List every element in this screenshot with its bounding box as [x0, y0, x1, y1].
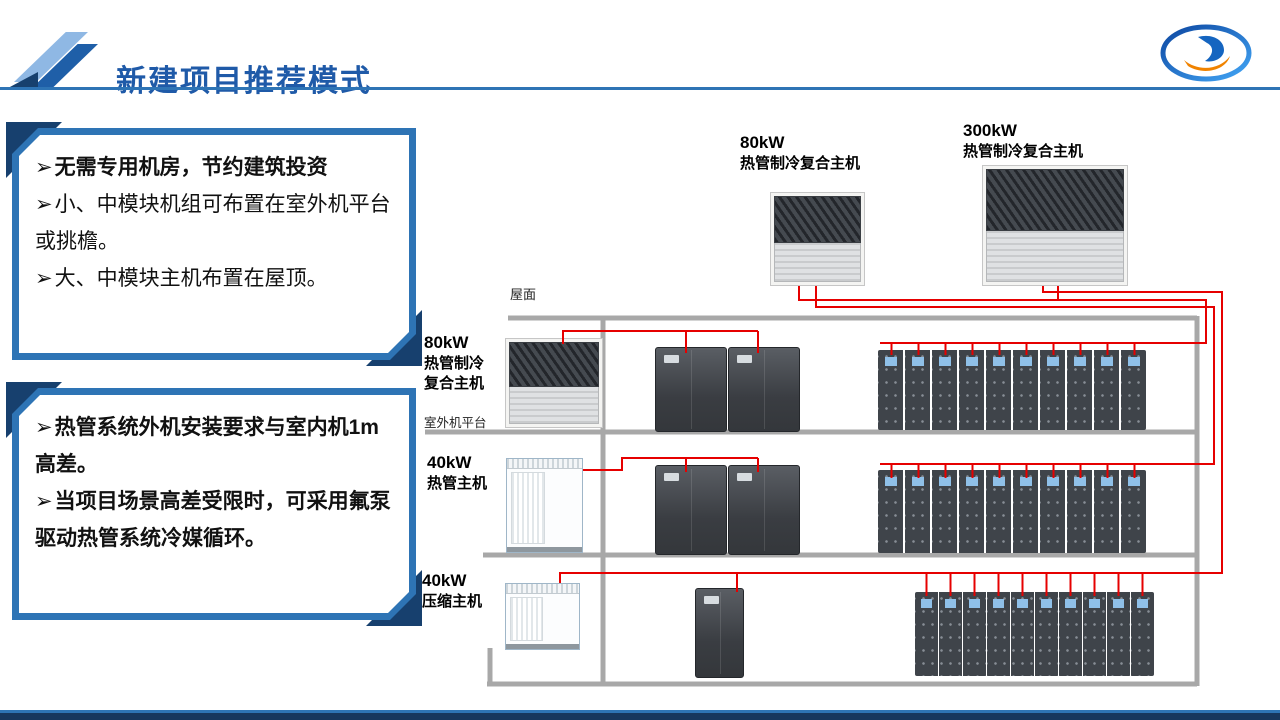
bullet-text: 当项目场景高差受限时，可采用氟泵驱动热管系统冷媒循环。 [35, 490, 391, 550]
arrow-bullet-icon: ➢ [35, 490, 53, 513]
condenser-coil [509, 342, 599, 388]
arrow-bullet-icon: ➢ [35, 267, 53, 290]
rooftop-unit-80kw [770, 192, 865, 286]
bullet-text: 小、中模块机组可布置在室外机平台或挑檐。 [35, 193, 391, 253]
label-roof: 屋面 [510, 287, 537, 302]
unit-base [506, 644, 579, 649]
note-box-frame: ➢热管系统外机安装要求与室内机1m高差。 ➢当项目场景高差受限时，可采用氟泵驱动… [12, 388, 416, 620]
unit-body [509, 387, 599, 424]
platform-unit-80kw [505, 338, 603, 428]
heat-pipe-unit-40kw [506, 458, 583, 553]
label-floor1-unit: 80kW 热管制冷 复合主机 [424, 332, 504, 393]
unit-name: 热管制冷 [424, 355, 485, 373]
rack-row-floor2 [878, 470, 1146, 553]
rack-row-floor3 [915, 592, 1154, 676]
condenser-coil [986, 169, 1124, 232]
arrow-bullet-icon: ➢ [35, 156, 53, 179]
arrow-bullet-icon: ➢ [35, 416, 53, 439]
unit-power: 40kW [427, 453, 472, 472]
front-louver [511, 472, 545, 544]
unit-power: 80kW [424, 333, 469, 352]
indoor-cabinet [655, 465, 727, 555]
bullet-point: ➢当项目场景高差受限时，可采用氟泵驱动热管系统冷媒循环。 [35, 483, 393, 557]
note-box-content: ➢热管系统外机安装要求与室内机1m高差。 ➢当项目场景高差受限时，可采用氟泵驱动… [19, 395, 409, 613]
note-box-frame: ➢无需专用机房，节约建筑投资 ➢小、中模块机组可布置在室外机平台或挑檐。 ➢大、… [12, 128, 416, 360]
bullet-text: 大、中模块主机布置在屋顶。 [54, 267, 328, 290]
note-box-siting: ➢无需专用机房，节约建筑投资 ➢小、中模块机组可布置在室外机平台或挑檐。 ➢大、… [6, 122, 422, 366]
indoor-cabinet [655, 347, 727, 432]
front-louver [510, 597, 543, 641]
unit-name: 压缩主机 [422, 593, 483, 611]
unit-name: 热管制冷复合主机 [963, 143, 1084, 161]
indoor-cabinet [728, 465, 800, 555]
bullet-point: ➢无需专用机房，节约建筑投资 [35, 149, 393, 186]
arrow-bullet-icon: ➢ [35, 193, 53, 216]
label-floor2-unit: 40kW 热管主机 [427, 452, 507, 494]
label-floor3-unit: 40kW 压缩主机 [422, 570, 502, 612]
unit-base [507, 547, 582, 552]
bullet-text: 无需专用机房，节约建筑投资 [54, 156, 328, 179]
bullet-point: ➢小、中模块机组可布置在室外机平台或挑檐。 [35, 186, 393, 260]
note-box-content: ➢无需专用机房，节约建筑投资 ➢小、中模块机组可布置在室外机平台或挑檐。 ➢大、… [19, 135, 409, 353]
note-box-height-requirement: ➢热管系统外机安装要求与室内机1m高差。 ➢当项目场景高差受限时，可采用氟泵驱动… [6, 382, 422, 626]
unit-power: 40kW [422, 571, 467, 590]
bullet-text: 热管系统外机安装要求与室内机1m高差。 [35, 416, 379, 476]
page-title: 新建项目推荐模式 [116, 65, 372, 99]
compressor-unit-40kw [505, 583, 580, 650]
unit-body [774, 243, 861, 282]
bullet-point: ➢大、中模块主机布置在屋顶。 [35, 260, 393, 297]
unit-name: 热管主机 [427, 475, 488, 493]
header-divider [0, 87, 1280, 90]
label-platform: 室外机平台 [424, 416, 487, 430]
label-rooftop-300kw: 300kW 热管制冷复合主机 [963, 120, 1143, 162]
unit-power: 80kW [740, 133, 785, 152]
unit-name: 复合主机 [424, 374, 485, 392]
indoor-cabinet [695, 588, 744, 678]
top-grille [506, 584, 579, 594]
condenser-coil [774, 196, 861, 244]
unit-name: 热管制冷复合主机 [740, 155, 861, 173]
unit-power: 300kW [963, 121, 1017, 140]
unit-body [986, 231, 1124, 282]
label-rooftop-80kw: 80kW 热管制冷复合主机 [740, 132, 910, 174]
rooftop-unit-300kw [982, 165, 1128, 286]
indoor-cabinet [728, 347, 800, 432]
top-grille [507, 459, 582, 469]
company-logo-icon [1160, 24, 1252, 82]
footer-bar [0, 710, 1280, 720]
bullet-point: ➢热管系统外机安装要求与室内机1m高差。 [35, 409, 393, 483]
rack-row-floor1 [878, 350, 1146, 430]
